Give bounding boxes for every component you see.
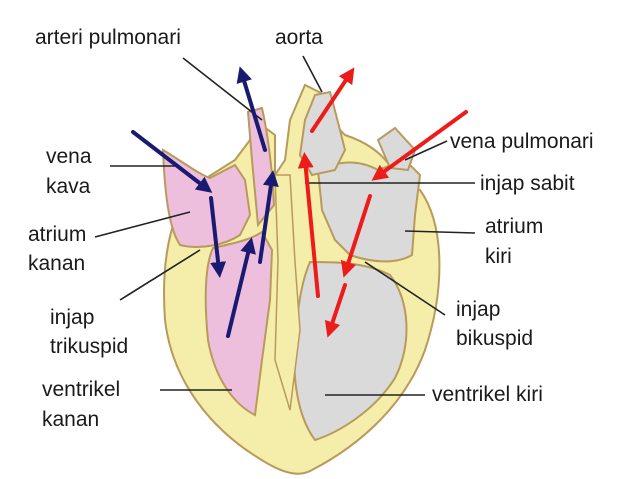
red-arrow-ventricle-down: [324, 283, 347, 338]
left-atrium-chamber: [316, 158, 422, 263]
blue-arrow-ventricle-up: [226, 237, 256, 338]
right-atrium-chamber: [161, 148, 252, 248]
blue-arrow-atrium-to-ventricle: [209, 196, 227, 278]
label-vena-kava-line2: kava: [46, 175, 91, 198]
leader-aorta: [302, 55, 323, 93]
blue-arrow-pulmonary-artery-out: [236, 66, 267, 152]
leader-atrium-kanan: [94, 211, 191, 238]
label-injap-sabit: injap sabit: [480, 172, 575, 195]
leader-atrium-kiri: [404, 230, 476, 234]
leader-vena-pulmonari: [404, 140, 448, 161]
label-ventrikel-kiri: ventrikel kiri: [432, 383, 543, 406]
label-vena-pulmonari: vena pulmonari: [450, 130, 594, 153]
label-vena-kava-line1: vena: [46, 145, 92, 168]
label-atrium-kanan-line1: atrium: [28, 223, 86, 246]
leader-injap-bikuspid: [364, 261, 446, 316]
red-arrow-vena-pulmonari-in: [371, 110, 468, 181]
label-aorta: aorta: [275, 26, 323, 49]
label-injap-trikuspid-line1: injap: [50, 306, 94, 329]
leader-injap-trikuspid: [119, 249, 201, 301]
septum: [274, 174, 301, 411]
label-ventrikel-kanan-line2: kanan: [42, 408, 99, 431]
label-injap-bikuspid-line2: bikuspid: [456, 327, 533, 350]
leader-lines: [94, 55, 476, 396]
label-atrium-kanan-line2: kanan: [28, 252, 85, 275]
label-atrium-kiri-line1: atrium: [485, 215, 543, 238]
left-ventricle-chamber: [293, 260, 408, 442]
red-arrow-atrium-to-ventricle: [340, 194, 372, 278]
red-arrow-aorta-out: [310, 67, 355, 133]
deoxygenated-flow: [131, 66, 279, 338]
label-ventrikel-kanan-line1: ventrikel: [42, 378, 120, 401]
label-injap-trikuspid-line2: trikuspid: [50, 335, 128, 358]
label-atrium-kiri-line2: kiri: [485, 245, 512, 268]
red-arrow-ventricle-up: [297, 152, 320, 298]
leader-arteri-pulmonari: [182, 57, 263, 121]
oxygenated-flow: [297, 67, 468, 338]
blue-arrow-through-valve: [258, 170, 279, 264]
label-arteri-pulmonari: arteri pulmonari: [35, 26, 181, 49]
label-injap-bikuspid-line1: injap: [456, 298, 500, 321]
blue-arrow-vena-kava-in: [131, 130, 213, 193]
